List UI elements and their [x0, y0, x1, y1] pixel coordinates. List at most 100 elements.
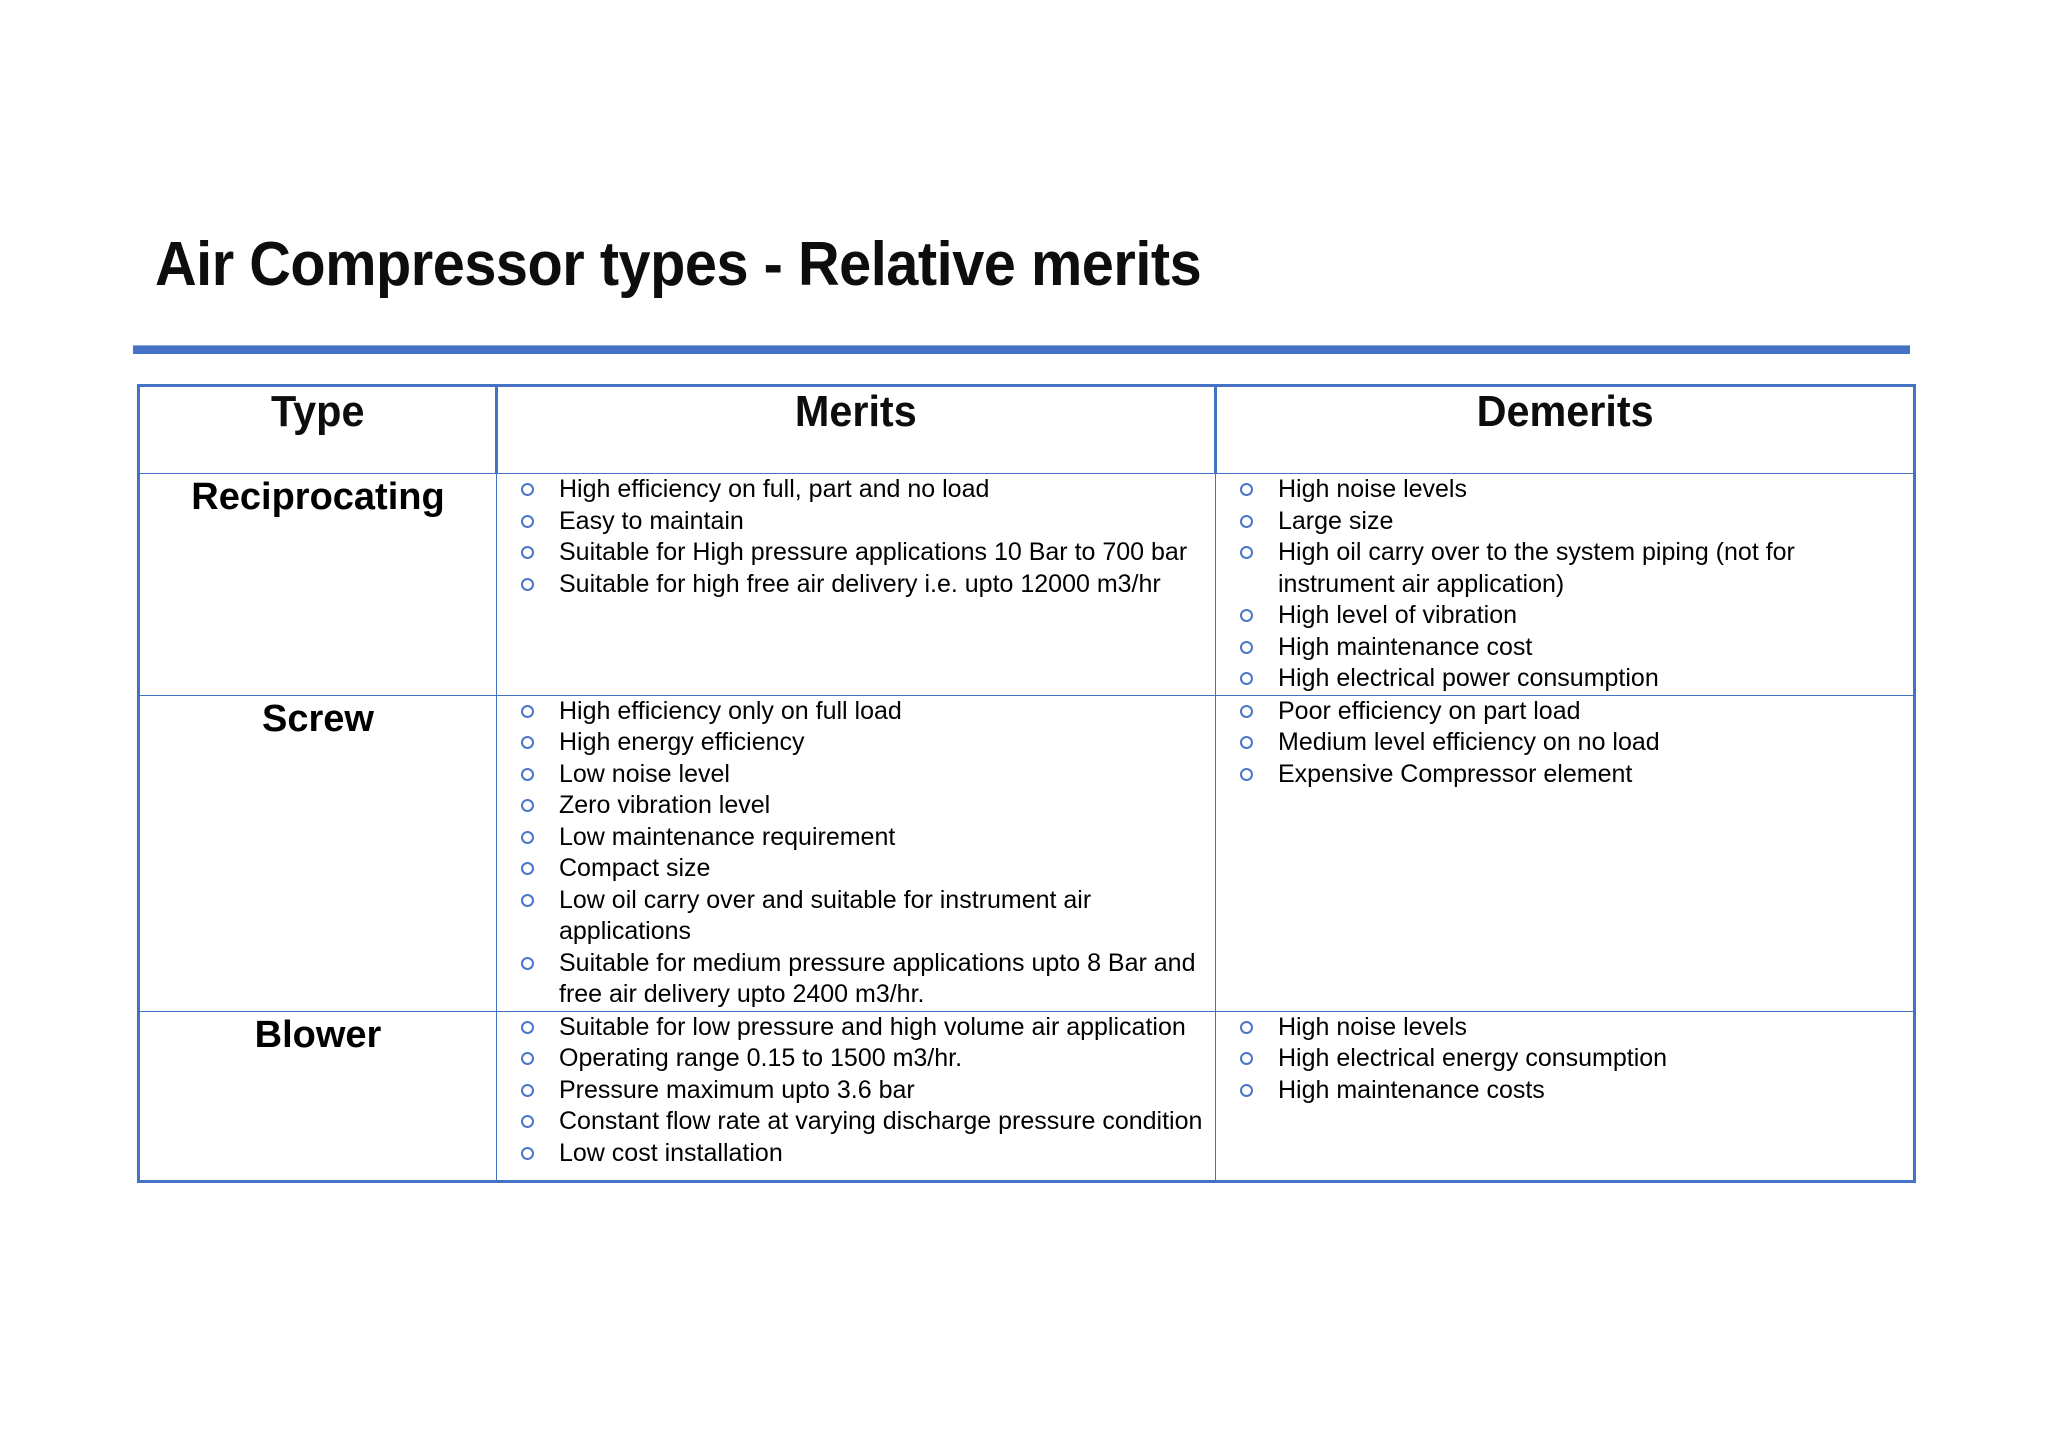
table-body: Reciprocating High efficiency on full, p… — [137, 473, 1916, 1183]
list-item-text: High oil carry over to the system piping… — [1278, 538, 1795, 598]
circle-bullet-icon — [521, 799, 534, 812]
list-item: Suitable for high free air delivery i.e.… — [497, 569, 1215, 601]
list-item-text: Compact size — [559, 854, 711, 882]
list-item-text: High energy efficiency — [559, 728, 805, 756]
list-item-text: Poor efficiency on part load — [1278, 696, 1581, 725]
list-item-text: Expensive Compressor element — [1278, 759, 1633, 788]
circle-bullet-icon — [521, 1146, 534, 1160]
list-item-text: Medium level efficiency on no load — [1278, 728, 1660, 756]
list-item: High electrical power consumption — [1216, 663, 1913, 695]
column-header-demerits-label: Demerits — [1476, 387, 1654, 436]
circle-bullet-icon — [521, 483, 534, 496]
list-item-text: High electrical power consumption — [1278, 664, 1659, 692]
list-item-text: Large size — [1278, 506, 1394, 535]
table-row: Blower Suitable for low pressure and hig… — [137, 1010, 1916, 1183]
circle-bullet-icon — [1240, 514, 1253, 528]
column-header-merits-label: Merits — [795, 387, 917, 436]
circle-bullet-icon — [521, 1052, 534, 1065]
title-accent-rule — [133, 345, 1910, 354]
row-type-label: Reciprocating — [191, 476, 445, 518]
list-item: High oil carry over to the system piping… — [1216, 537, 1913, 600]
circle-bullet-icon — [521, 736, 534, 749]
list-item: Suitable for low pressure and high volum… — [497, 1012, 1215, 1044]
list-item-text: High noise levels — [1278, 475, 1467, 503]
circle-bullet-icon — [521, 1083, 534, 1097]
list-item-text: Zero vibration level — [559, 791, 771, 819]
row-type-cell-reciprocating: Reciprocating — [137, 473, 497, 696]
row-type-label: Screw — [262, 697, 374, 740]
circle-bullet-icon — [521, 546, 534, 559]
circle-bullet-icon — [521, 704, 534, 718]
list-item-text: High noise levels — [1278, 1012, 1467, 1041]
list-item: High maintenance costs — [1216, 1075, 1913, 1107]
circle-bullet-icon — [521, 1115, 534, 1128]
list-item: Operating range 0.15 to 1500 m3/hr. — [497, 1043, 1215, 1075]
circle-bullet-icon — [1240, 1083, 1253, 1097]
list-item: Constant flow rate at varying discharge … — [497, 1106, 1215, 1138]
list-item: High noise levels — [1216, 1012, 1913, 1044]
list-item: Expensive Compressor element — [1216, 759, 1913, 791]
circle-bullet-icon — [1240, 672, 1253, 685]
circle-bullet-icon — [521, 956, 534, 970]
list-item: High efficiency only on full load — [497, 696, 1215, 728]
row-type-label: Blower — [254, 1013, 382, 1056]
column-header-type-label: Type — [270, 387, 365, 436]
list-item-text: Suitable for High pressure applications … — [559, 538, 1188, 566]
list-item-text: High maintenance cost — [1278, 632, 1533, 661]
list-item: Zero vibration level — [497, 790, 1215, 822]
list-item-text: Suitable for medium pressure application… — [559, 948, 1196, 1009]
circle-bullet-icon — [1240, 546, 1253, 559]
list-item: Low oil carry over and suitable for inst… — [497, 885, 1215, 948]
list-item: High noise levels — [1216, 474, 1913, 506]
circle-bullet-icon — [1240, 736, 1253, 749]
circle-bullet-icon — [1240, 704, 1253, 718]
row-merits-cell-reciprocating: High efficiency on full, part and no loa… — [496, 473, 1216, 696]
row-merits-cell-blower: Suitable for low pressure and high volum… — [496, 1010, 1216, 1183]
list-item: Poor efficiency on part load — [1216, 696, 1913, 728]
list-item: High energy efficiency — [497, 727, 1215, 759]
circle-bullet-icon — [1240, 1020, 1253, 1034]
column-header-merits: Merits — [495, 384, 1217, 474]
circle-bullet-icon — [1240, 609, 1253, 622]
list-item: Low noise level — [497, 759, 1215, 791]
circle-bullet-icon — [521, 830, 534, 844]
column-header-demerits: Demerits — [1214, 384, 1916, 474]
list-item-text: Suitable for high free air delivery i.e.… — [559, 569, 1161, 598]
circle-bullet-icon — [521, 767, 534, 781]
list-item: Suitable for medium pressure application… — [497, 948, 1215, 1011]
merits-list: High efficiency on full, part and no loa… — [497, 474, 1215, 600]
circle-bullet-icon — [521, 577, 534, 591]
circle-bullet-icon — [1240, 1052, 1253, 1065]
list-item: High maintenance cost — [1216, 632, 1913, 664]
list-item: Easy to maintain — [497, 506, 1215, 538]
list-item: High efficiency on full, part and no loa… — [497, 474, 1215, 506]
list-item-text: Constant flow rate at varying discharge … — [559, 1107, 1203, 1135]
list-item-text: Low noise level — [559, 759, 730, 788]
list-item: Pressure maximum upto 3.6 bar — [497, 1075, 1215, 1107]
title-block: Air Compressor types - Relative merits — [155, 228, 1895, 302]
circle-bullet-icon — [521, 862, 534, 875]
list-item-text: Easy to maintain — [559, 506, 744, 535]
row-type-cell-blower: Blower — [137, 1010, 497, 1183]
list-item-text: Low cost installation — [559, 1138, 783, 1167]
list-item-text: High efficiency only on full load — [559, 696, 902, 725]
comparison-table: Type Merits Demerits Reciprocating High … — [137, 384, 1916, 1183]
list-item-text: High level of vibration — [1278, 601, 1518, 629]
list-item: Medium level efficiency on no load — [1216, 727, 1913, 759]
list-item: Suitable for High pressure applications … — [497, 537, 1215, 569]
list-item-text: Suitable for low pressure and high volum… — [559, 1012, 1186, 1041]
merits-list: Suitable for low pressure and high volum… — [497, 1012, 1215, 1170]
circle-bullet-icon — [1240, 483, 1253, 496]
circle-bullet-icon — [521, 1020, 534, 1034]
list-item: Low cost installation — [497, 1138, 1215, 1170]
list-item-text: Low oil carry over and suitable for inst… — [559, 885, 1092, 946]
table-header-row: Type Merits Demerits — [137, 384, 1916, 474]
